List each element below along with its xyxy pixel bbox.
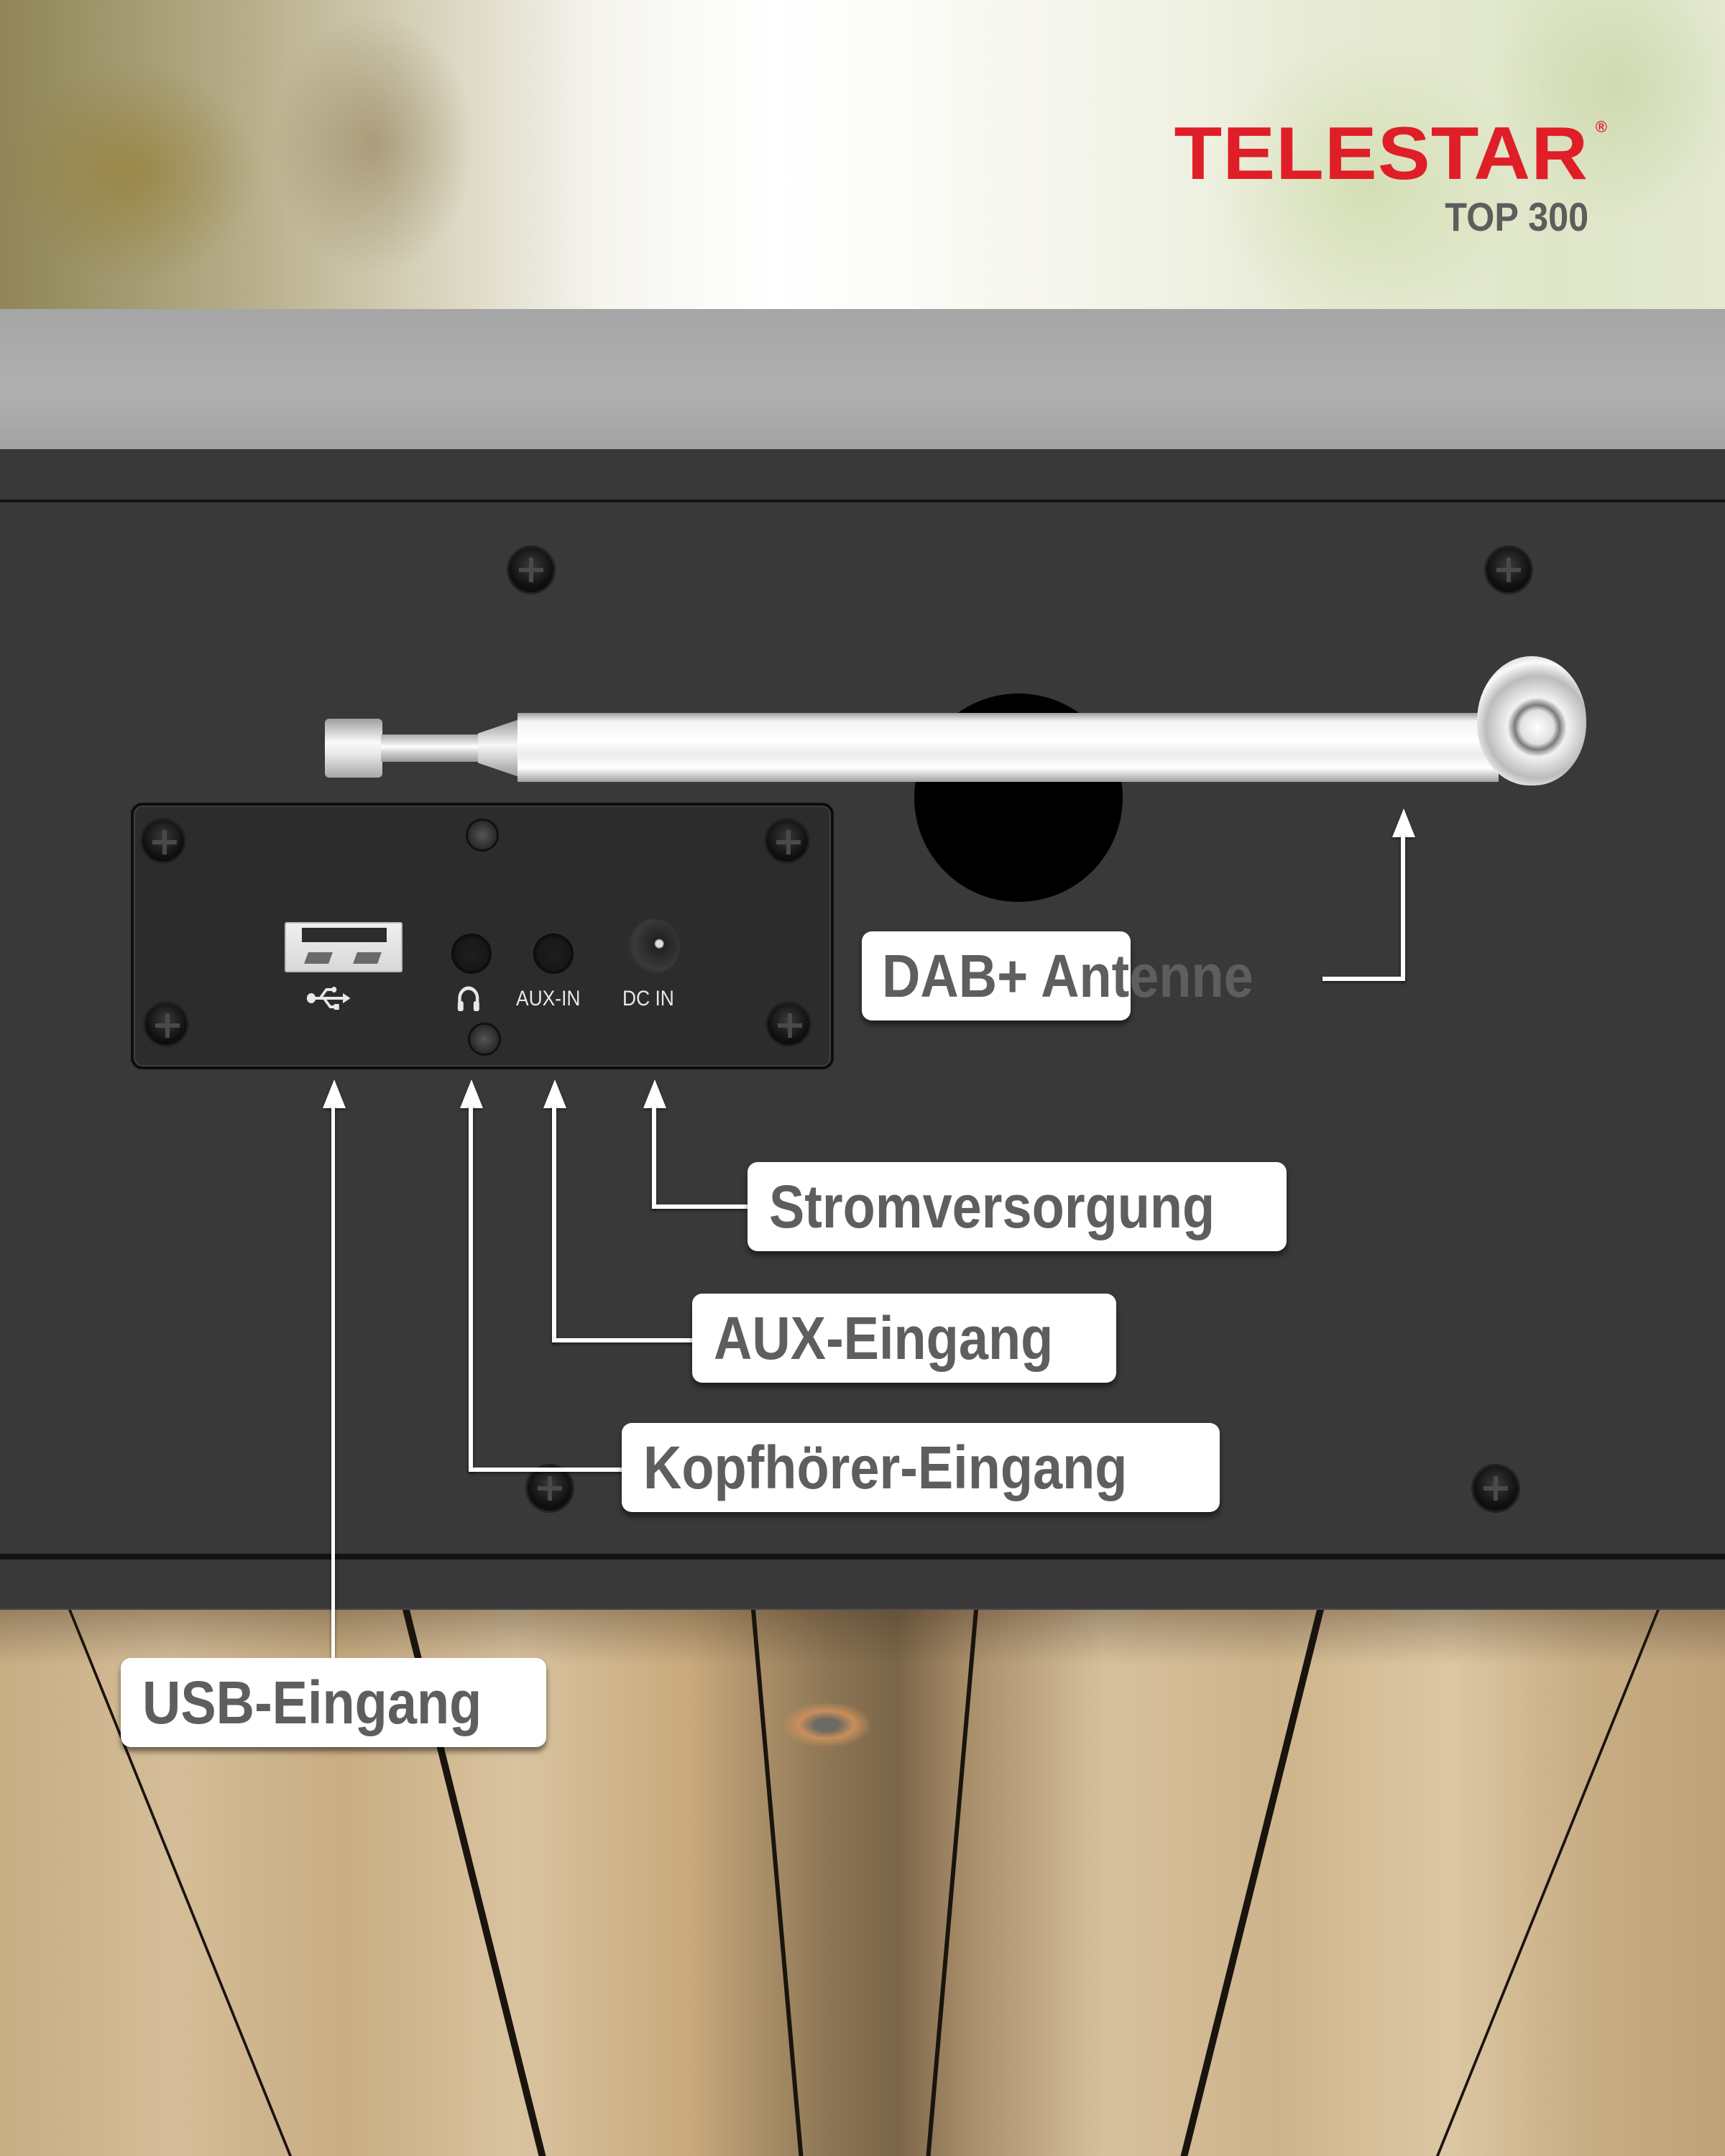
screw-icon	[1473, 1466, 1518, 1511]
arrow-up-icon	[1392, 808, 1415, 837]
screw-icon	[766, 820, 808, 862]
leader-line	[652, 1105, 656, 1209]
device-seam	[0, 1554, 1725, 1560]
screw-icon	[142, 820, 184, 862]
callout-label: USB-Eingang	[142, 1669, 482, 1736]
leader-line	[469, 1468, 623, 1472]
headphone-icon	[457, 985, 480, 1018]
leader-line	[552, 1105, 556, 1342]
screw-icon	[528, 1466, 572, 1511]
callout-power-supply: Stromversorgung	[748, 1162, 1287, 1251]
arrow-up-icon	[460, 1079, 483, 1108]
dc-in-jack[interactable]	[628, 919, 680, 974]
leader-line	[652, 1204, 749, 1209]
port-panel: AUX-IN DC IN	[131, 803, 834, 1069]
screw-icon	[768, 1003, 809, 1045]
leader-line	[552, 1338, 696, 1342]
callout-aux-input: AUX-Eingang	[692, 1294, 1116, 1383]
panel-pin	[466, 819, 499, 852]
brand-name: TELESTAR	[1174, 112, 1588, 195]
antenna-mount	[1477, 656, 1586, 786]
arrow-up-icon	[323, 1079, 346, 1108]
aux-in-label: AUX-IN	[516, 987, 581, 1010]
usb-port[interactable]	[285, 922, 402, 972]
device-top-band	[0, 449, 1725, 502]
headphone-jack[interactable]	[451, 934, 492, 974]
callout-headphone-input: Kopfhörer-Eingang	[622, 1423, 1220, 1512]
callout-label: Stromversorgung	[769, 1173, 1215, 1240]
screw-icon	[509, 548, 553, 592]
model-name: TOP 300	[1445, 194, 1588, 239]
callout-dab-antenna: DAB+ Antenne	[862, 931, 1254, 1021]
panel-pin	[468, 1023, 501, 1056]
background-scene	[0, 0, 1725, 309]
arrow-up-icon	[543, 1079, 566, 1108]
wood-knot	[783, 1703, 870, 1746]
leader-line	[1322, 977, 1405, 981]
plank-gap	[924, 1610, 978, 2156]
leader-line	[1401, 834, 1405, 981]
device-top-surface	[0, 309, 1725, 449]
antenna-tip[interactable]	[325, 719, 382, 778]
plank-gap	[751, 1610, 805, 2156]
screw-icon	[145, 1003, 187, 1045]
plank-gap	[1177, 1610, 1324, 2156]
arrow-up-icon	[643, 1079, 666, 1108]
screw-icon	[1486, 548, 1531, 592]
callout-label: DAB+ Antenne	[882, 942, 1254, 1010]
antenna-segment	[381, 734, 482, 762]
callout-usb-input: USB-Eingang	[121, 1658, 546, 1747]
callout-label: Kopfhörer-Eingang	[643, 1434, 1128, 1501]
callout-label: AUX-Eingang	[714, 1304, 1054, 1372]
registered-mark: ®	[1595, 118, 1607, 136]
device-bottom-band	[0, 1560, 1725, 1611]
leader-line	[469, 1105, 473, 1472]
dc-in-label: DC IN	[622, 987, 674, 1010]
aux-in-jack[interactable]	[533, 934, 574, 974]
antenna-rod[interactable]	[518, 713, 1499, 782]
leader-line	[331, 1105, 335, 1662]
brand-logo: TELESTAR ® TOP 300	[1174, 116, 1607, 239]
usb-icon	[306, 984, 351, 1020]
plank-gap	[1430, 1610, 1660, 2156]
